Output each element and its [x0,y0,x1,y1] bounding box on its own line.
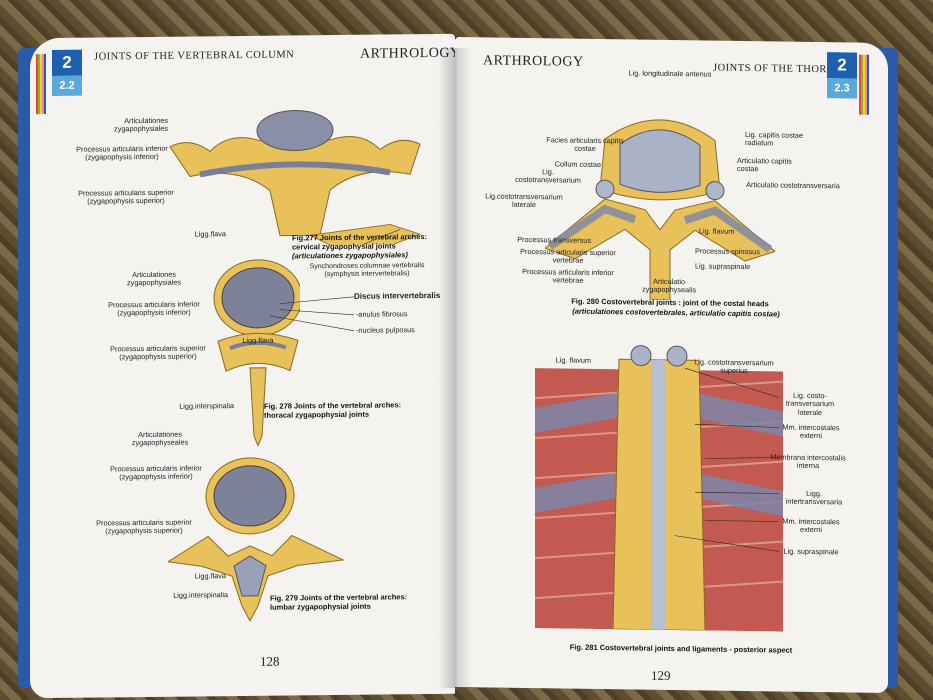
label-processus-spinosus: Processus spinosus [695,246,760,257]
label-processus-inferior-278: Processus articularis inferior (zygapoph… [108,299,200,318]
fig279-caption: Fig. 279 Joints of the vertebral arches:… [270,592,408,612]
label-articulatio-costotransversaria: Articulatio costotransversaria [746,180,840,191]
edge-stripes [36,54,46,115]
left-page: 2 2.2 JOINTS OF THE VERTEBRAL COLUMN ART… [30,33,455,699]
fig280-illustration [545,119,775,301]
fig281-caption: Fig. 281 Costovertebral joints and ligam… [569,642,793,655]
label-processus-superior: Processus articularis superior (zygapoph… [78,187,174,207]
fig277-illustration [169,109,422,247]
fig277-caption-title: Fig.277 Joints of the vertebral arches: … [292,232,428,252]
running-header-right: JOINTS OF THE THORAX [713,62,844,76]
fig281-illustration [535,345,783,632]
chapter-tab-left: 2 2.2 [52,49,82,96]
fig277-caption-latin: (articulationes zygapophysiales) [292,250,408,261]
chapter-number: 2 [52,49,82,76]
edge-stripes-right [859,54,869,115]
section-header-right: ARTHROLOGY [483,53,584,70]
label-ligg-intertransversaria: Ligg. intertransversaria [785,488,843,507]
label-lig-longitudinale: Lig. longitudinale antenus [628,68,712,79]
label-ligg-interspinalia-279: Ligg.interspinalia [173,590,228,600]
page-number-left: 128 [260,653,280,669]
right-page: ARTHROLOGY JOINTS OF THE THORAX 2 2.3 Li… [455,36,888,694]
page-number-right: 129 [651,667,671,683]
label-processus-superior-278: Processus articularis superior (zygapoph… [110,343,206,362]
fig278-caption: Fig. 278 Joints of the vertebral arches:… [264,400,402,420]
label-lig-costotransversarium: Lig. costotransversarium [515,167,581,186]
label-processus-superior-279: Processus articularis superior (zygapoph… [96,517,192,536]
label-nucleus-pulposus: -nucleus pulposus [356,325,415,335]
label-articulatio-zygapophysealis: Articulatio zygapophysealis [642,276,696,295]
label-lig-flavum-281: Lig. flavum [555,355,591,365]
label-processus-transversus: Processus transversus [517,234,591,245]
label-articulatio-capitis: Articulatio capitis costae [737,155,792,174]
label-ligg-flava: Ligg.flava [194,229,226,239]
book-gutter [438,48,472,688]
label-lig-flavum-280: Lig. flavum [699,226,735,236]
label-ligg-flava-279: Ligg.flava [194,571,226,581]
label-articulationes-zygapophysiales: Articulationes zygapophysiales [114,115,168,134]
fig279-illustration [168,457,345,622]
label-processus-inferior: Processus articularis inferior (zygapoph… [76,143,168,163]
label-anulus-fibrosus: -anulus fibrosus [356,309,408,319]
label-ligg-interspinalia-278: Ligg.interspinalia [179,401,234,411]
label-lig-capitis-costae: Lig. capitis costae radiatum [745,130,804,148]
open-book: 2 2.2 JOINTS OF THE VERTEBRAL COLUMN ART… [18,28,898,699]
fig281-leaders [675,367,780,552]
running-header: JOINTS OF THE VERTEBRAL COLUMN [94,49,295,63]
section-number: 2.2 [52,75,82,96]
fig278-illustration [213,259,300,447]
label-articulationes-278: Articulationes zygapophysiales [127,269,181,288]
label-lig-supraspinale-280: Lig. supraspinale [695,261,751,272]
label-lig-costotrans-laterale: Lig.costotransversarium laterale [485,191,563,210]
label-processus-inferior-279: Processus articularis inferior (zygapoph… [110,463,202,482]
chapter-tab-right: 2 2.3 [827,52,857,99]
chapter-number-right: 2 [827,52,857,79]
label-processus-inferior-vert: Processus articularis inferior vertebrae [522,266,614,286]
fig278-leaders [269,296,355,332]
fig277-caption-extra: Synchondroses columnae vertebralis (symp… [309,262,425,279]
label-processus-superior-vert: Processus articularis superior vertebrae [520,246,616,266]
label-articulationes-279: Articulationes zygapophyseales [131,429,189,448]
label-facies-articularis: Facies articularis capitis costae [546,135,624,154]
label-lig-costotrans-laterale-281: Lig. costo-transversarium laterale [785,390,835,417]
section-number-right: 2.3 [827,78,857,99]
